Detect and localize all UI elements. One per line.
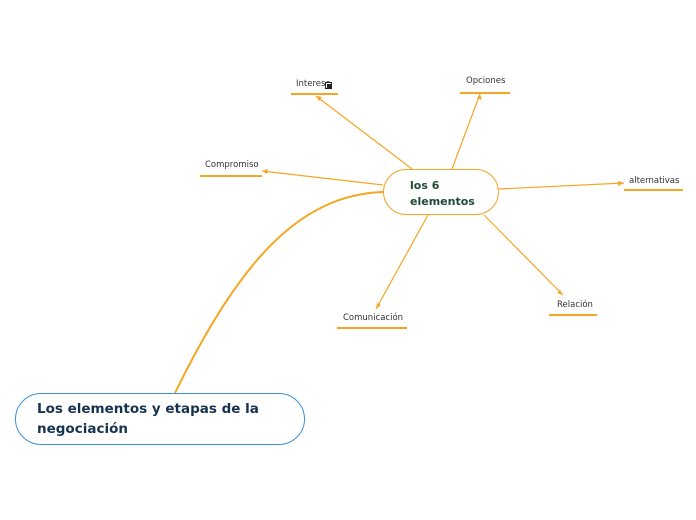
- connector-relacion: [483, 214, 564, 296]
- center-topic-label: los 6 elementos: [410, 179, 475, 208]
- center-topic[interactable]: los 6 elementos: [383, 169, 499, 215]
- subtopic-alternativas-label: alternativas: [629, 176, 680, 186]
- subtopic-opciones-label: Opciones: [466, 76, 506, 86]
- connector-root-center: [174, 191, 384, 394]
- subtopic-interese-label: Interese: [296, 79, 331, 89]
- arrowhead-alternativas: [618, 181, 624, 186]
- subtopic-compromiso[interactable]: Compromiso: [205, 160, 259, 171]
- connector-opciones: [451, 93, 481, 170]
- subtopic-opciones[interactable]: Opciones: [466, 76, 505, 87]
- arrowhead-opciones: [477, 94, 482, 100]
- arrowhead-compromiso: [262, 169, 268, 174]
- connector-interese: [315, 95, 413, 170]
- pin-icon: [325, 82, 332, 89]
- arrowhead-relacion: [557, 290, 563, 295]
- arrowhead-comunicacion: [376, 303, 381, 309]
- subtopic-relacion-label: Relación: [557, 300, 593, 310]
- subtopic-compromiso-label: Compromiso: [205, 160, 259, 170]
- root-topic-label: Los elementos y etapas de la negociación: [37, 401, 259, 437]
- root-topic[interactable]: Los elementos y etapas de la negociación: [15, 393, 305, 445]
- subtopic-relacion[interactable]: Relación: [557, 300, 593, 311]
- subtopic-comunicacion-label: Comunicación: [343, 313, 404, 323]
- connector-comunicacion: [375, 214, 429, 310]
- connector-alternativas: [498, 182, 625, 190]
- subtopic-alternativas[interactable]: alternativas: [629, 176, 679, 187]
- subtopic-interese[interactable]: Interese: [296, 79, 331, 90]
- arrowhead-interese: [316, 96, 322, 101]
- subtopic-comunicacion[interactable]: Comunicación: [343, 313, 403, 324]
- connector-compromiso: [261, 170, 384, 186]
